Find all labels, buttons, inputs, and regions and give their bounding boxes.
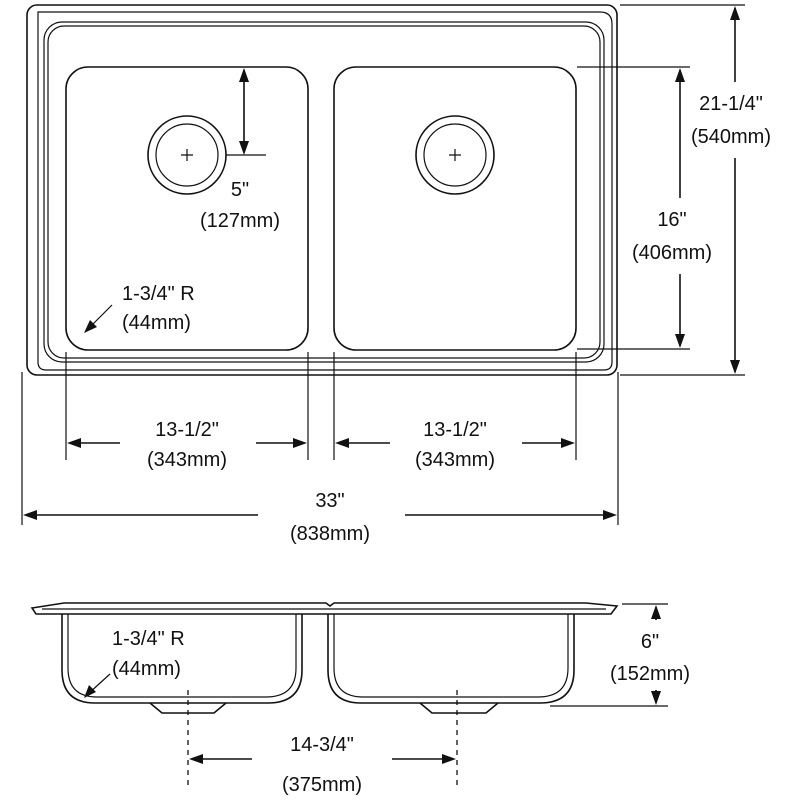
side-right-drain (419, 702, 499, 714)
sink-outer-rim (26, 4, 618, 376)
corner-radius-side-metric: (44mm) (112, 658, 181, 680)
left-bowl-width-imperial: 13-1/2" (155, 419, 219, 441)
corner-radius-side-imperial: 1-3/4" R (112, 628, 185, 650)
bowl-width-dimensions: 13-1/2" (343mm) 13-1/2" (343mm) (65, 352, 577, 471)
sink-deck-inner-line (47, 25, 601, 359)
overall-width-imperial: 33" (315, 490, 344, 512)
bowl-depth-dimension: 6" (152mm) (550, 603, 690, 707)
drain-spacing-imperial: 14-3/4" (290, 734, 354, 756)
sink-top-view (26, 4, 618, 376)
overall-width-dimension: 33" (838mm) (21, 372, 619, 545)
overall-depth-imperial: 21-1/4" (699, 93, 763, 115)
drain-offset-metric: (127mm) (200, 210, 280, 232)
side-left-bowl (61, 614, 303, 704)
bowl-length-imperial: 16" (657, 209, 686, 231)
side-right-bowl (327, 614, 575, 704)
bowl-length-dimension: 16" (406mm) (577, 66, 712, 350)
side-flange (30, 602, 619, 615)
left-bowl-width-metric: (343mm) (147, 449, 227, 471)
drain-spacing-metric: (375mm) (282, 774, 362, 796)
right-bowl-width-imperial: 13-1/2" (423, 419, 487, 441)
left-bowl (65, 66, 309, 351)
right-drain-center-mark (449, 149, 461, 161)
bowl-depth-metric: (152mm) (610, 663, 690, 685)
right-drain-inner (423, 123, 487, 187)
corner-radius-top-dimension: 1-3/4" R (44mm) (84, 283, 195, 334)
bowl-depth-imperial: 6" (641, 631, 659, 653)
right-bowl (333, 66, 577, 351)
sink-deck-inner (43, 21, 605, 363)
left-drain-inner (155, 123, 219, 187)
corner-radius-top-metric: (44mm) (122, 312, 191, 334)
drain-offset-imperial: 5" (231, 179, 249, 201)
right-drain-outer (415, 115, 495, 195)
drain-spacing-dimension: 14-3/4" (375mm) (189, 734, 456, 796)
overall-depth-dimension: 21-1/4" (540mm) (620, 4, 771, 376)
sink-side-view (30, 602, 619, 785)
left-drain-center-mark (181, 149, 193, 161)
drain-offset-dimension: 5" (127mm) (200, 68, 280, 232)
corner-radius-side-dimension: 1-3/4" R (44mm) (84, 628, 185, 698)
overall-width-metric: (838mm) (290, 523, 370, 545)
sink-rim-bevel (37, 11, 613, 371)
corner-radius-top-imperial: 1-3/4" R (122, 283, 195, 305)
bowl-length-metric: (406mm) (632, 242, 712, 264)
overall-depth-metric: (540mm) (691, 126, 771, 148)
right-bowl-width-metric: (343mm) (415, 449, 495, 471)
